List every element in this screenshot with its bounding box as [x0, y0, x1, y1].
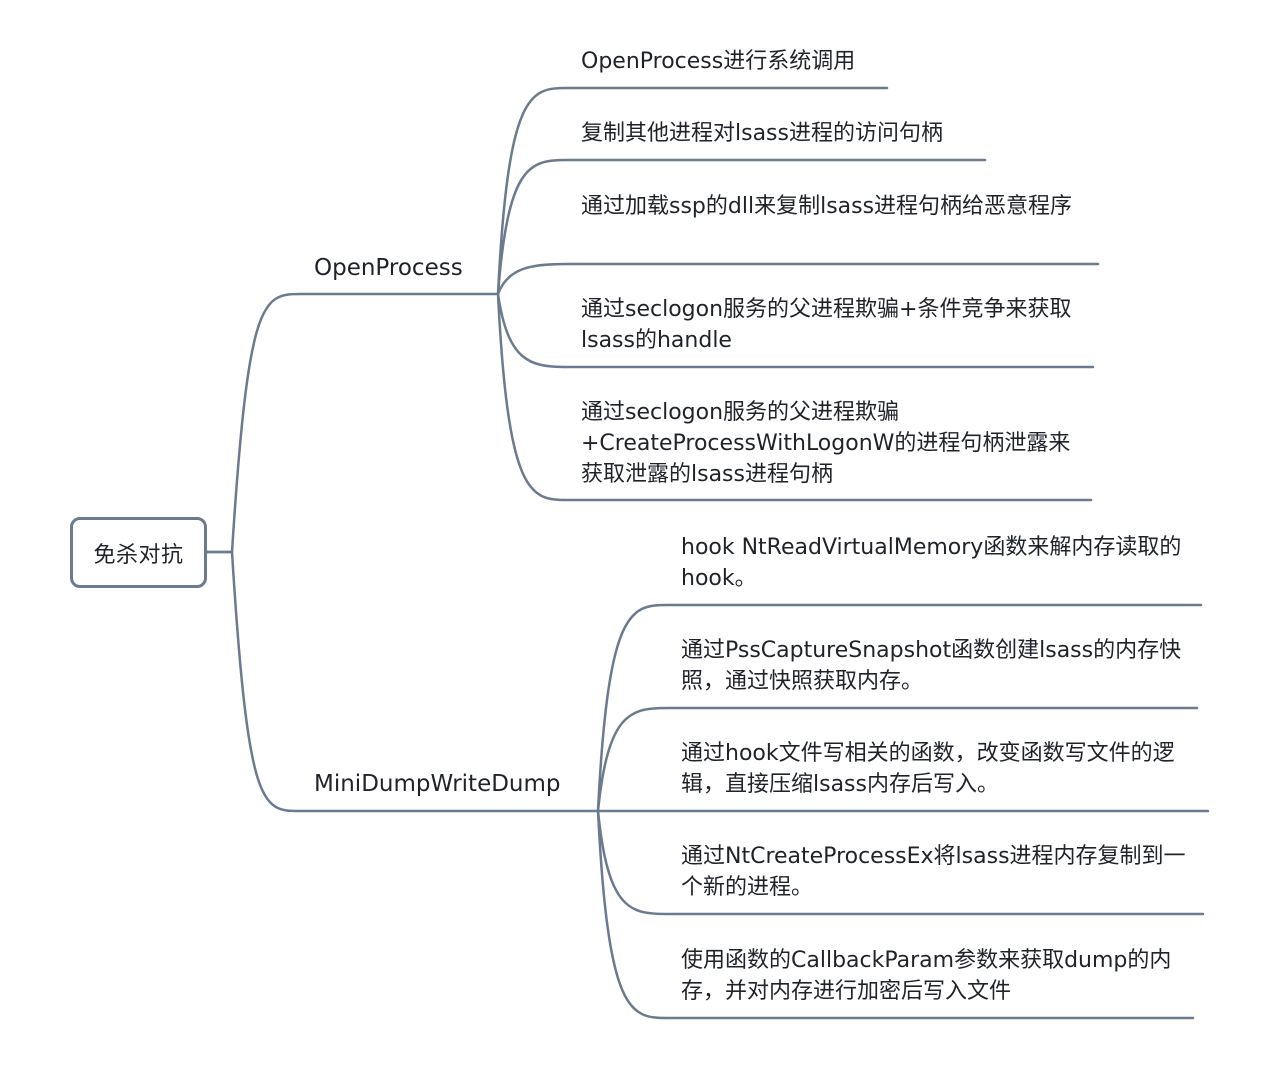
root-node[interactable]: 免杀对抗: [70, 517, 207, 588]
connector-branch-1-leaf-4: [496, 292, 1095, 369]
branch-minidumpwritedump[interactable]: MiniDumpWriteDump: [314, 771, 561, 797]
connector-root-branch-1: [205, 292, 500, 554]
connector-branch-1-leaf-5: [496, 292, 1093, 502]
leaf-ntcreateprocessex[interactable]: 通过NtCreateProcessEx将lsass进程内存复制到一个新的进程。: [681, 844, 1186, 900]
connector-branch-2-leaf-4: [596, 809, 1205, 916]
connector-branch-1-leaf-2: [496, 158, 987, 296]
leaf-seclogon-race[interactable]: 通过seclogon服务的父进程欺骗+条件竞争来获取lsass的handle: [581, 297, 1072, 353]
leaf-seclogon-leak[interactable]: 通过seclogon服务的父进程欺骗+CreateProcessWithLogo…: [581, 400, 1071, 487]
connector-root-branch-2: [205, 550, 600, 813]
connector-branch-2-leaf-5: [596, 809, 1195, 1020]
connector-branch-2-leaf-1: [596, 603, 1203, 813]
branch-openprocess[interactable]: OpenProcess: [314, 255, 463, 281]
leaf-psscapturesnapshot[interactable]: 通过PssCaptureSnapshot函数创建lsass的内存快照，通过快照获…: [681, 638, 1182, 694]
leaf-callbackparam[interactable]: 使用函数的CallbackParam参数来获取dump的内存，并对内存进行加密后…: [681, 948, 1172, 1004]
leaf-openprocess-syscall[interactable]: OpenProcess进行系统调用: [581, 49, 856, 74]
connector-branch-1-leaf-3: [496, 262, 1100, 296]
leaf-hook-ntreadvirtualmemory[interactable]: hook NtReadVirtualMemory函数来解内存读取的hook。: [681, 535, 1182, 591]
connector-branch-1-leaf-1: [496, 86, 889, 296]
root-label: 免杀对抗: [93, 542, 184, 568]
leaf-hook-file-write[interactable]: 通过hook文件写相关的函数，改变函数写文件的逻辑，直接压缩lsass内存后写入…: [681, 741, 1175, 797]
connector-branch-2-leaf-2: [596, 706, 1199, 813]
leaf-duplicate-handle[interactable]: 复制其他进程对lsass进程的访问句柄: [581, 121, 943, 146]
leaf-ssp-dll[interactable]: 通过加载ssp的dll来复制lsass进程句柄给恶意程序: [581, 194, 1073, 219]
